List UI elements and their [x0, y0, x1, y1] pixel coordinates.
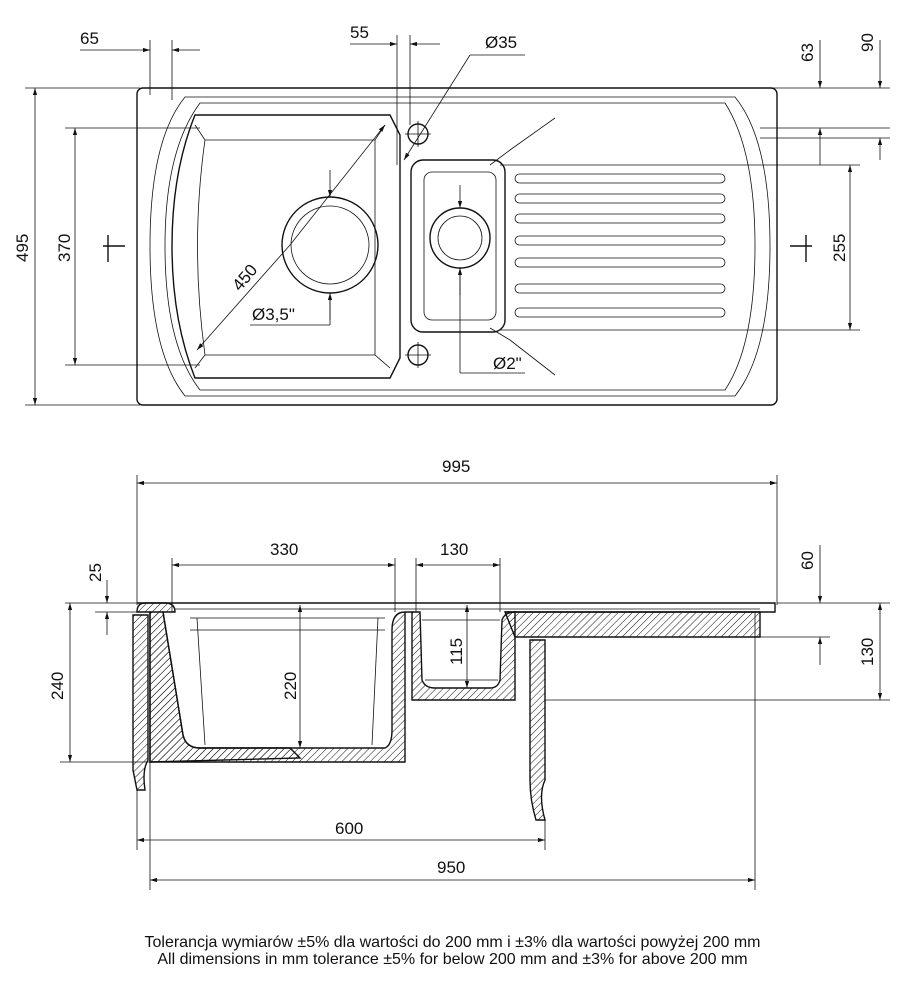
dim-950: 950 [437, 858, 465, 877]
large-drain-outer [281, 196, 379, 294]
section-mark-right [790, 235, 812, 262]
large-bowl-wall-left [149, 611, 302, 763]
large-bowl-inner-lines [190, 617, 385, 746]
dim-450: 450 [229, 261, 262, 295]
top-surface [137, 602, 776, 613]
section-view: 995 330 130 25 60 130 240 220 115 [48, 457, 890, 890]
dim-600: 600 [335, 819, 363, 838]
dim-65: 65 [80, 29, 99, 48]
tolerance-note-pl: Tolerancja wymiarów ±5% dla wartości do … [144, 934, 761, 951]
dim-370: 370 [55, 234, 74, 262]
dim-diameter-35: Ø35 [485, 33, 517, 52]
dim-60: 60 [798, 551, 817, 570]
large-bowl-inner [194, 124, 391, 369]
dim-large-drain: Ø3,5" [252, 305, 295, 324]
right-cabinet-wall [529, 639, 546, 821]
dim-330: 330 [270, 540, 298, 559]
small-bowl-inner-lines [422, 619, 500, 681]
dim-130-top: 130 [440, 540, 468, 559]
section-mark-left [103, 235, 125, 262]
dim-240: 240 [48, 672, 67, 700]
dim-220: 220 [281, 672, 300, 700]
small-drain-outer [429, 207, 491, 269]
dim-130-right: 130 [858, 638, 877, 666]
dim-90: 90 [858, 33, 877, 52]
small-bowl-outer [410, 159, 506, 333]
large-drain-inner [290, 205, 370, 285]
dim-995: 995 [442, 457, 470, 476]
small-drain-inner [437, 215, 483, 261]
rim-outline [149, 96, 771, 397]
large-bowl-outer [171, 114, 401, 379]
dim-255: 255 [830, 234, 849, 262]
rim-inner [164, 102, 756, 391]
drainboard-transition [489, 117, 556, 376]
dim-25: 25 [86, 563, 105, 582]
left-cabinet-wall [132, 614, 149, 791]
drainboard-ribs [514, 173, 726, 318]
dim-small-drain: Ø2" [493, 354, 522, 373]
dim-495: 495 [13, 234, 32, 262]
sink-outline [136, 87, 778, 406]
tolerance-note-en: All dimensions in mm tolerance ±5% for b… [157, 951, 748, 968]
dim-55: 55 [350, 23, 369, 42]
dim-63: 63 [798, 43, 817, 62]
dim-115: 115 [447, 638, 466, 665]
drainboard-section [503, 611, 761, 638]
top-view: 65 55 Ø35 63 90 495 370 255 450 Ø3,5" Ø2… [13, 23, 890, 406]
